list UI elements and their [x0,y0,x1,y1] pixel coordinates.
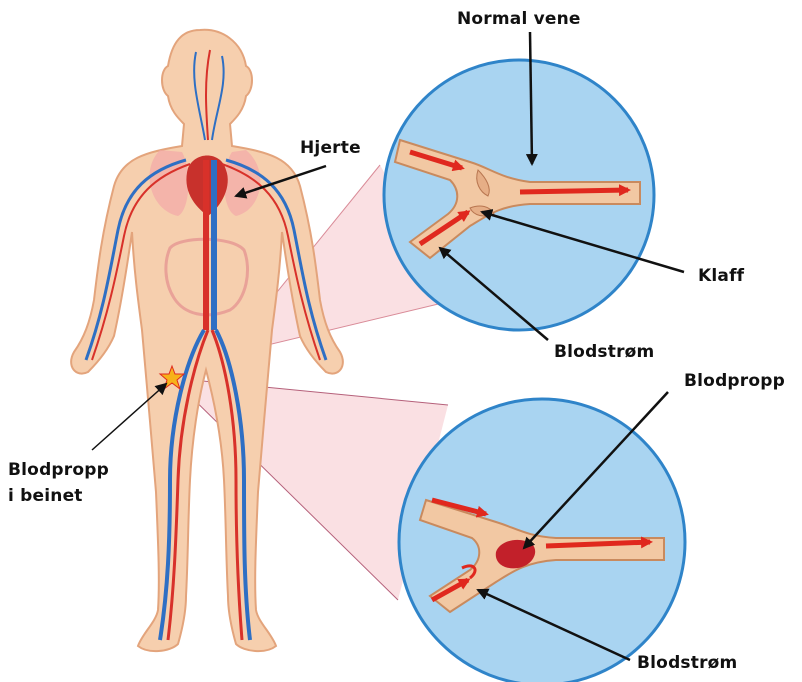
label-clot-in-leg-line2: i beinet [8,485,83,507]
label-valve: Klaff [698,265,744,287]
label-normal-vein: Normal vene [457,8,581,30]
human-body-figure [71,30,343,651]
clot-vein-magnified-circle [399,399,685,682]
normal-vein-magnified-circle [384,60,654,330]
label-blood-flow-top: Blodstrøm [554,341,654,363]
label-clot-in-leg-line1: Blodpropp [8,459,109,481]
label-blood-flow-bottom: Blodstrøm [637,652,737,674]
label-heart: Hjerte [300,137,361,159]
label-clot: Blodpropp [684,370,785,392]
